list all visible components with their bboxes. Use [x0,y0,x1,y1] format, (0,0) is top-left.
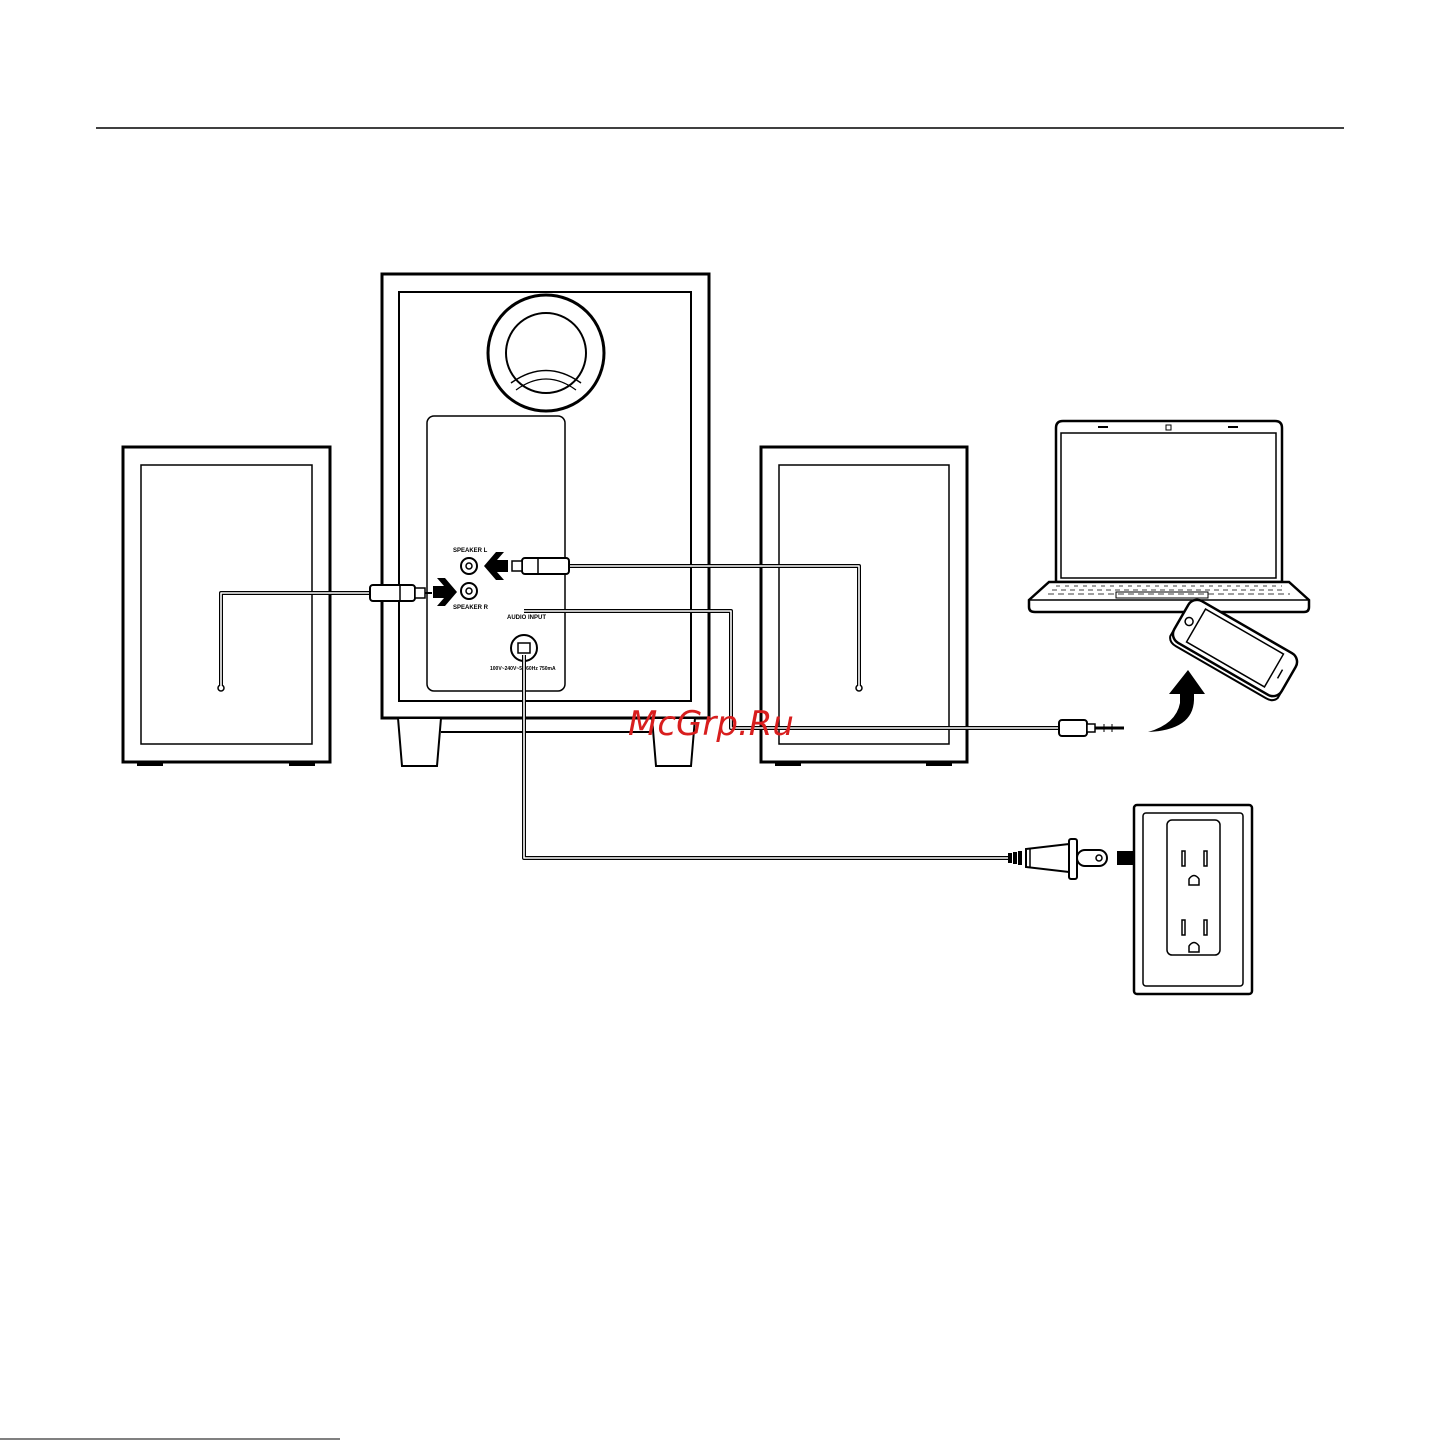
power-plug [1008,839,1107,879]
audio-jack-plug [1059,720,1124,736]
speaker-r-label: SPEAKER R [453,605,489,611]
laptop-icon [1029,421,1309,612]
watermark: McGrp.Ru [628,704,794,744]
wall-outlet [1134,805,1252,994]
bass-port [488,295,604,411]
rca-plug-left [370,585,432,601]
curved-arrow-icon [1148,670,1205,732]
speaker-l-jack[interactable] [461,558,477,574]
speaker-l-label: SPEAKER L [453,548,488,554]
subwoofer: SPEAKER L SPEAKER R AUDIO INPUT 100V~240… [382,274,709,766]
speaker-r-jack[interactable] [461,583,477,599]
rca-plug-right [512,558,569,574]
audio-input-label: AUDIO INPUT [507,615,546,621]
left-satellite-speaker [123,447,330,766]
